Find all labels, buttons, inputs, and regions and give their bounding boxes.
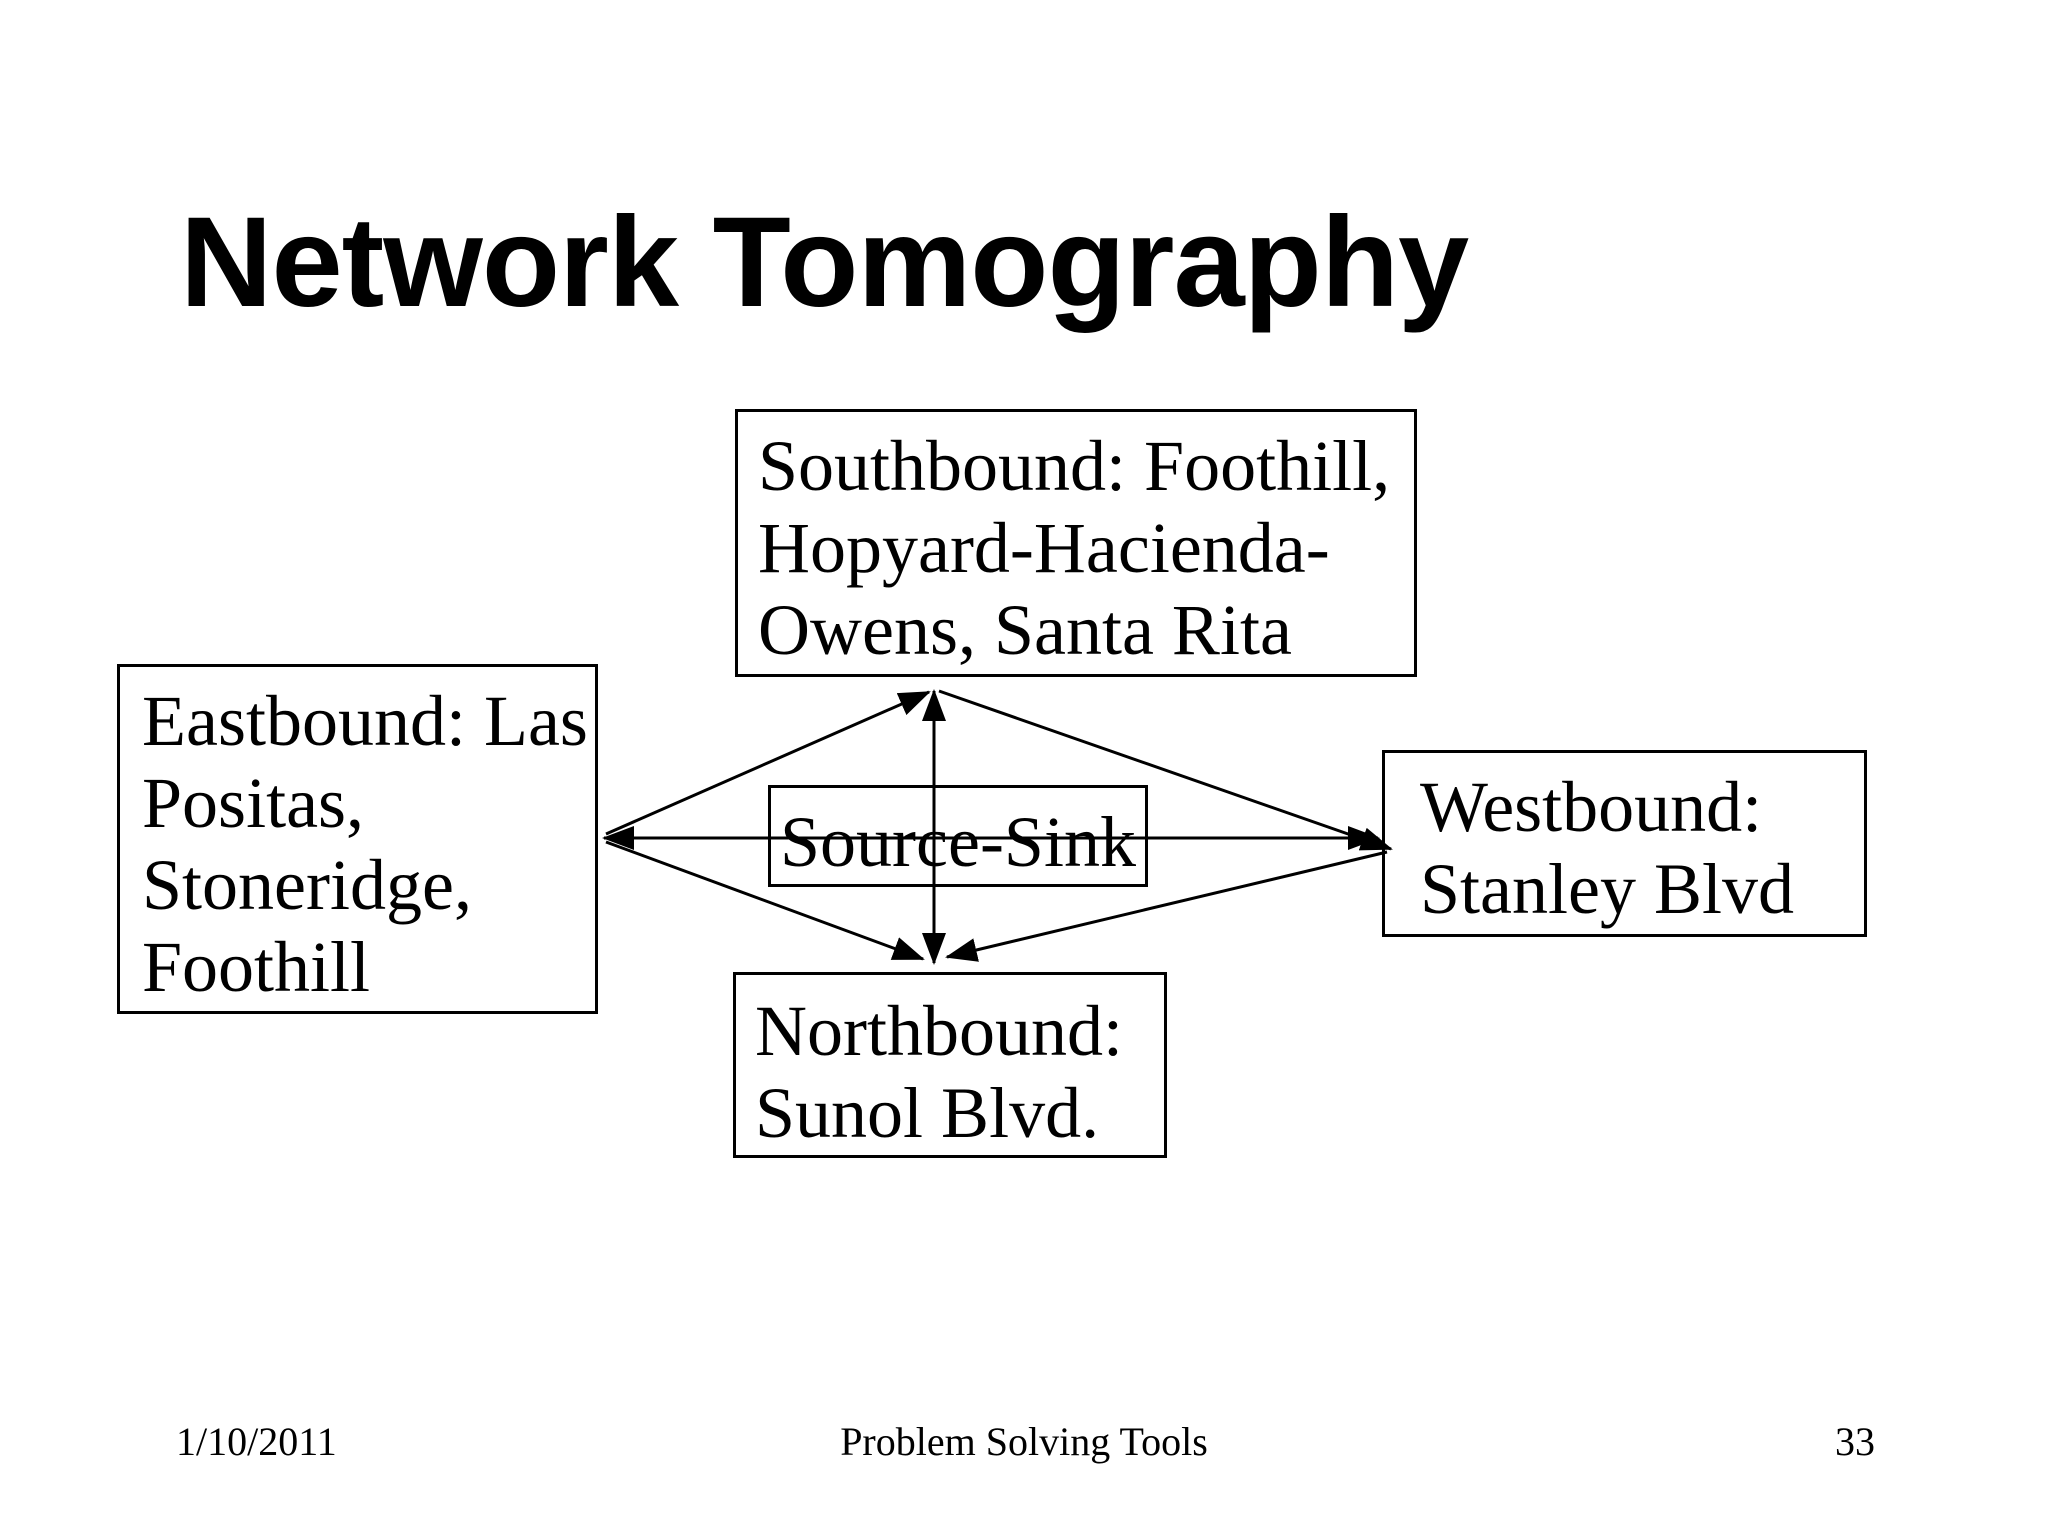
node-eastbound-line-2: Positas, bbox=[142, 763, 365, 843]
node-northbound-line-2: Sunol Blvd. bbox=[755, 1073, 1100, 1153]
node-source-sink: Source-Sink bbox=[768, 785, 1148, 887]
node-eastbound-line-1: Eastbound: Las bbox=[142, 681, 588, 761]
node-source-sink-line-1: Source-Sink bbox=[780, 802, 1136, 882]
footer-page-number: 33 bbox=[1835, 1419, 1875, 1464]
node-eastbound-line-3: Stoneridge, bbox=[142, 845, 472, 925]
node-westbound-line-2: Stanley Blvd bbox=[1420, 849, 1794, 929]
node-eastbound: Eastbound: Las Positas, Stoneridge, Foot… bbox=[117, 664, 598, 1014]
node-northbound-line-1: Northbound: bbox=[755, 991, 1123, 1071]
node-southbound-line-2: Hopyard-Hacienda- bbox=[758, 508, 1330, 588]
node-northbound: Northbound: Sunol Blvd. bbox=[733, 972, 1167, 1158]
node-southbound-line-3: Owens, Santa Rita bbox=[758, 590, 1292, 670]
node-eastbound-line-4: Foothill bbox=[142, 927, 371, 1007]
footer-date: 1/10/2011 bbox=[176, 1419, 337, 1464]
node-southbound: Southbound: Foothill, Hopyard-Hacienda- … bbox=[735, 409, 1417, 677]
footer-title: Problem Solving Tools bbox=[840, 1419, 1208, 1464]
slide-title: Network Tomography bbox=[180, 191, 1469, 334]
node-westbound-line-1: Westbound: bbox=[1420, 767, 1763, 847]
node-westbound: Westbound: Stanley Blvd bbox=[1382, 750, 1867, 937]
node-southbound-line-1: Southbound: Foothill, bbox=[758, 426, 1391, 506]
